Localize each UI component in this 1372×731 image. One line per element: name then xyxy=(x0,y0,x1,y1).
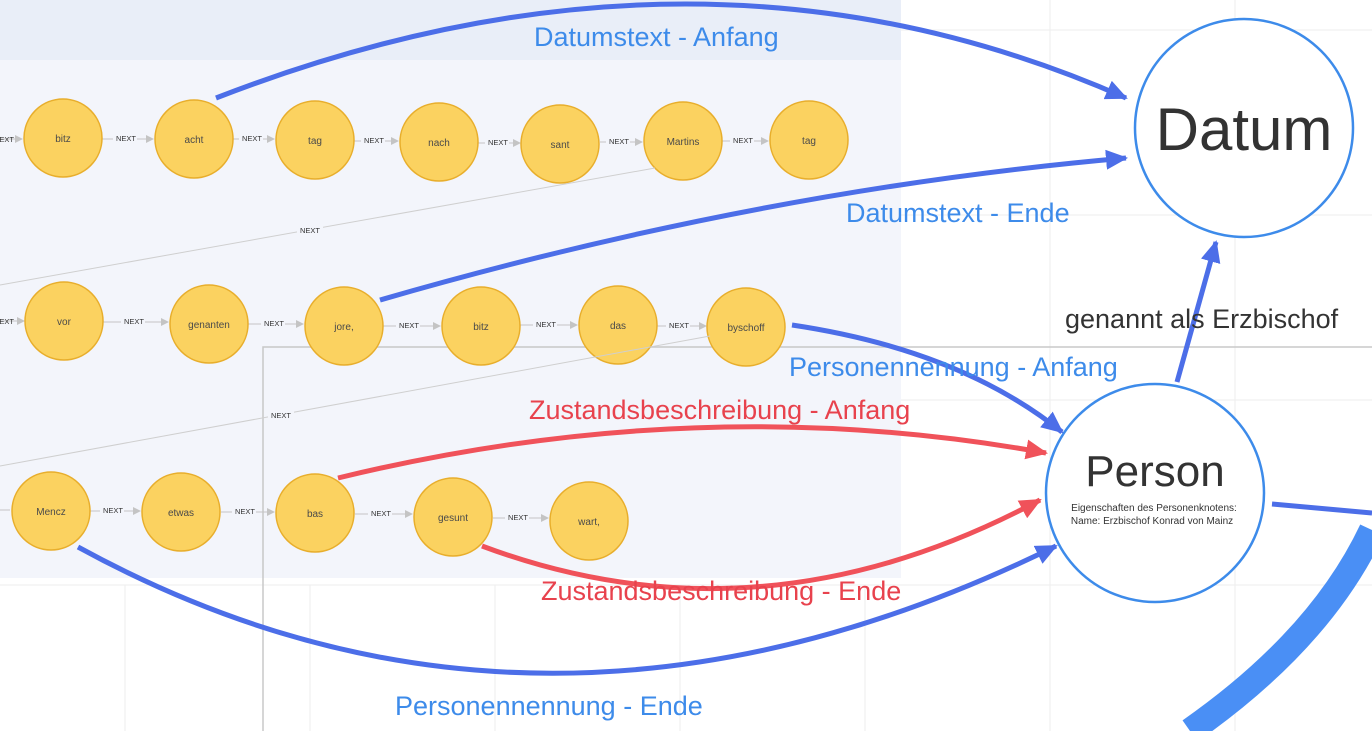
token-node[interactable] xyxy=(643,101,723,181)
token-node[interactable] xyxy=(275,100,355,180)
token-node[interactable] xyxy=(413,477,493,557)
next-edge-diagonal xyxy=(0,335,711,467)
token-node[interactable] xyxy=(441,286,521,366)
datum-title: Datum xyxy=(1156,96,1333,163)
next-edge-diagonal xyxy=(0,167,656,286)
token-label: bas xyxy=(307,509,323,520)
token-node[interactable] xyxy=(275,473,355,553)
token-node[interactable] xyxy=(11,471,91,551)
token-label: acht xyxy=(185,135,204,146)
next-label: NEXT xyxy=(116,134,136,143)
token-label: byschoff xyxy=(727,323,764,334)
token-node[interactable] xyxy=(24,281,104,361)
next-label: NEXT xyxy=(669,321,689,330)
token-label: tag xyxy=(802,136,816,147)
next-label: NEXT xyxy=(103,506,123,515)
token-label: jore, xyxy=(333,322,353,333)
svg-text:NEXT: NEXT xyxy=(0,317,14,326)
token-node[interactable] xyxy=(141,472,221,552)
next-label: NEXT xyxy=(609,137,629,146)
edge-datumstext-ende xyxy=(379,149,1128,303)
edge-personennennung-anfang xyxy=(791,322,1064,434)
token-label: gesunt xyxy=(438,513,468,524)
edge-zustand-ende xyxy=(481,497,1042,592)
next-label: NEXT xyxy=(264,319,284,328)
person-props-line2: Name: Erzbischof Konrad von Mainz xyxy=(1071,516,1233,527)
label-personennennung-anfang: Personennennung - Anfang xyxy=(789,352,1118,382)
label-datumstext-ende: Datumstext - Ende xyxy=(846,198,1070,228)
next-label: NEXT xyxy=(536,320,556,329)
label-datumstext-anfang: Datumstext - Anfang xyxy=(534,22,779,52)
outgoing-edge-arc xyxy=(1182,524,1372,731)
next-label: NEXT xyxy=(488,138,508,147)
label-zustand-ende: Zustandsbeschreibung - Ende xyxy=(541,576,901,606)
next-label: NEXT xyxy=(124,317,144,326)
token-label: bitz xyxy=(55,134,71,145)
token-label: Mencz xyxy=(36,507,65,518)
token-label: sant xyxy=(551,140,570,151)
edge-datumstext-anfang xyxy=(215,1,1128,101)
edge-personennennung-ende xyxy=(76,543,1058,676)
token-row-2: NEXT NEXT NEXT NEXT NEXT NEXT vor genant… xyxy=(0,281,786,367)
next-label: NEXT xyxy=(371,509,391,518)
label-personennennung-ende: Personennennung - Ende xyxy=(395,691,703,721)
label-zustand-anfang: Zustandsbeschreibung - Anfang xyxy=(529,395,910,425)
token-label: tag xyxy=(308,136,322,147)
token-node[interactable] xyxy=(578,285,658,365)
token-row-3: NEXT NEXT NEXT NEXT Mencz etwas bas gesu… xyxy=(0,471,629,561)
token-node[interactable] xyxy=(304,286,384,366)
edge-genannt-als xyxy=(1174,240,1221,383)
token-node[interactable] xyxy=(769,100,849,180)
token-row-1: NEXT NEXT NEXT NEXT NEXT NEXT NEXT bitz … xyxy=(0,98,849,184)
token-node[interactable] xyxy=(399,102,479,182)
person-props-line1: Eigenschaften des Personenknotens: xyxy=(1071,503,1237,514)
next-label: NEXT xyxy=(235,507,255,516)
token-label: Martins xyxy=(667,137,700,148)
token-label: das xyxy=(610,321,626,332)
token-label: vor xyxy=(57,317,72,328)
svg-text:NEXT: NEXT xyxy=(0,135,14,144)
token-node[interactable] xyxy=(706,287,786,367)
token-node[interactable] xyxy=(154,99,234,179)
next-label: NEXT xyxy=(364,136,384,145)
token-label: genanten xyxy=(188,320,230,331)
edge-person-outgoing xyxy=(1271,501,1372,516)
next-label: NEXT xyxy=(300,226,320,235)
next-label: NEXT xyxy=(271,411,291,420)
next-label: NEXT xyxy=(242,134,262,143)
next-label: NEXT xyxy=(399,321,419,330)
token-node[interactable] xyxy=(169,284,249,364)
token-label: etwas xyxy=(168,508,194,519)
token-node[interactable] xyxy=(23,98,103,178)
next-label: NEXT xyxy=(508,513,528,522)
label-genannt-als: genannt als Erzbischof xyxy=(1065,304,1339,334)
selection-frame xyxy=(262,346,1372,731)
next-label: NEXT xyxy=(733,136,753,145)
token-label: nach xyxy=(428,138,450,149)
token-node[interactable] xyxy=(549,481,629,561)
token-label: bitz xyxy=(473,322,489,333)
token-label: wart, xyxy=(577,517,600,528)
person-entity-node[interactable]: Person Eigenschaften des Personenknotens… xyxy=(1044,382,1266,604)
edge-zustand-anfang xyxy=(337,424,1048,481)
person-title: Person xyxy=(1085,447,1224,496)
token-node[interactable] xyxy=(520,104,600,184)
datum-entity-node[interactable]: Datum xyxy=(1133,17,1355,239)
